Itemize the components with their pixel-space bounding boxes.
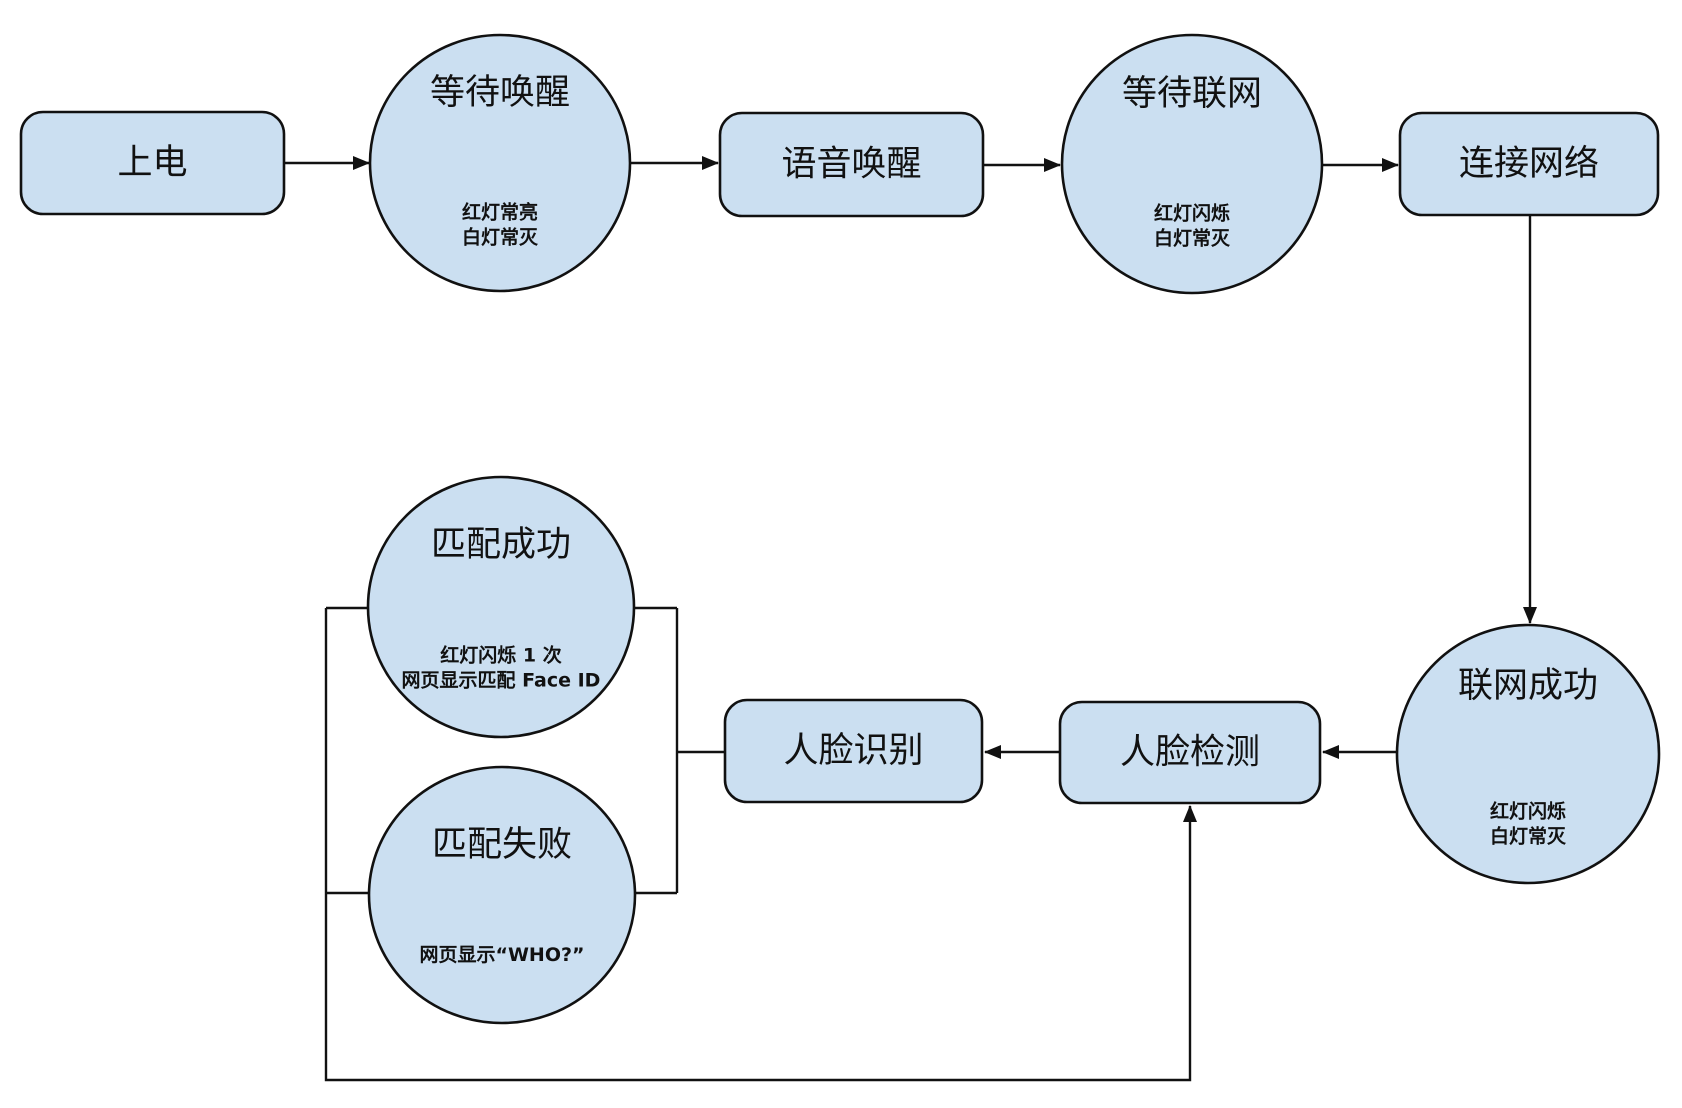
node-connect-network-label: 连接网络 (1459, 144, 1599, 184)
node-wait-wake-subtext-1: 红灯常亮 (462, 201, 538, 224)
node-face-detect-shape (1058, 700, 1322, 805)
node-wait-wake-label: 等待唤醒 (430, 73, 570, 113)
node-match-success-subtext-1: 红灯闪烁 1 次 (440, 644, 561, 667)
node-network-success-subtext-2: 白灯常灭 (1490, 825, 1567, 848)
node-match-fail-label: 匹配失败 (432, 825, 572, 865)
node-wait-wake-shape (368, 33, 632, 293)
node-match-success-subtext-2: 网页显示匹配 Face ID (402, 670, 601, 692)
node-match-fail-shape (367, 765, 637, 1025)
node-voice-wake-shape (718, 111, 985, 218)
node-match-success-shape (366, 475, 636, 739)
node-wait-network-subtext-1: 红灯闪烁 (1154, 202, 1230, 225)
node-match-fail-subtext-1: 网页显示“WHO?” (419, 944, 584, 966)
node-wait-network-shape (1060, 33, 1324, 295)
node-connect-network-shape (1398, 111, 1660, 217)
node-network-success-label: 联网成功 (1458, 666, 1598, 706)
node-wait-wake-subtext-2: 白灯常灭 (462, 226, 539, 249)
node-face-recognize-shape (723, 698, 984, 804)
node-network-success-subtext-1: 红灯闪烁 (1490, 800, 1566, 823)
connector-fail-loopback-to-detect (324, 608, 1197, 1082)
node-match-success-label: 匹配成功 (431, 525, 571, 565)
node-voice-wake-label: 语音唤醒 (781, 145, 921, 185)
node-power-on-shape (19, 110, 286, 216)
node-face-recognize-label: 人脸识别 (783, 731, 923, 771)
node-wait-network-subtext-2: 白灯常灭 (1154, 227, 1231, 250)
node-network-success-shape (1395, 623, 1661, 885)
node-face-detect-label: 人脸检测 (1120, 733, 1260, 773)
node-wait-network-label: 等待联网 (1122, 74, 1262, 114)
node-power-on-label: 上电 (117, 143, 187, 183)
